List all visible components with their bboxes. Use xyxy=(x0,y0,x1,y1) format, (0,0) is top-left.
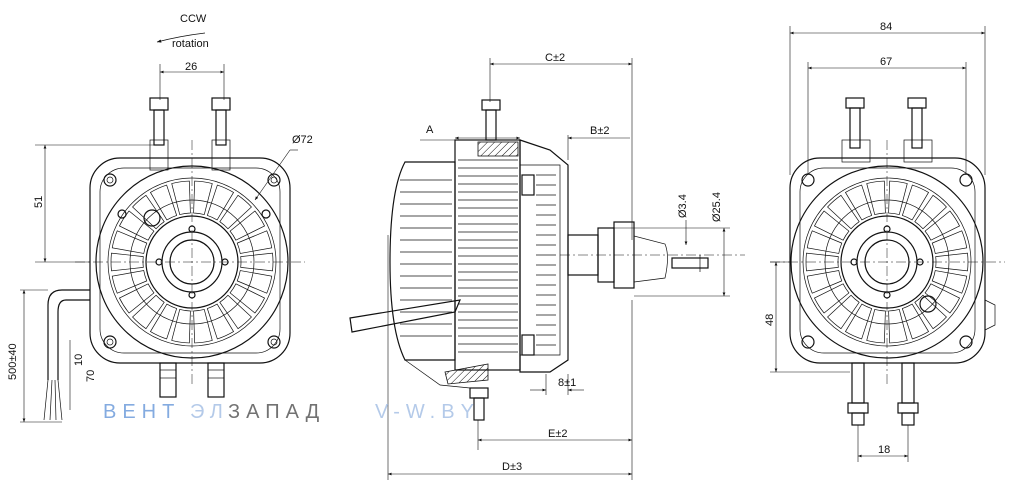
rear-fins xyxy=(389,161,456,361)
rear-view: 84 67 xyxy=(764,21,1005,462)
watermark: ВЕНТ ЭЛ ЗАПАД V-W.BY xyxy=(103,401,480,423)
fin xyxy=(806,270,843,294)
dim-b: B±2 xyxy=(590,125,610,137)
fin xyxy=(813,283,850,314)
fin xyxy=(111,270,148,294)
fin xyxy=(206,184,235,221)
dim-strip-b: 70 xyxy=(85,370,97,382)
fin xyxy=(888,309,908,344)
fin xyxy=(931,270,968,294)
fin xyxy=(110,252,144,272)
ground-terminal xyxy=(143,209,161,227)
fin xyxy=(236,230,273,254)
fin xyxy=(805,252,839,272)
dim-strip-a: 10 xyxy=(73,354,85,366)
fin xyxy=(229,210,266,241)
fin xyxy=(844,303,873,340)
fin xyxy=(149,303,178,340)
dim-c: C±2 xyxy=(545,52,565,64)
hatch-top xyxy=(477,141,519,157)
fin xyxy=(827,294,860,330)
fin xyxy=(149,184,178,221)
fin xyxy=(931,230,968,254)
fin xyxy=(236,270,273,294)
rotation-label: rotation xyxy=(172,38,209,50)
dim-cable-length: 500±40 xyxy=(7,343,19,380)
fin xyxy=(914,194,947,230)
fin xyxy=(901,184,930,221)
dim-fin-diameter: Ø72 xyxy=(292,134,313,146)
dim-width: 84 xyxy=(880,21,892,33)
fin xyxy=(193,309,213,344)
fin xyxy=(813,210,850,241)
dim-terminal-spacing: 26 xyxy=(185,61,197,73)
cooling-fins xyxy=(110,180,274,344)
dim-terminal-height: 51 xyxy=(33,196,45,208)
watermark-brand-c: ЗАПАД xyxy=(228,401,325,423)
motor-housing-rear xyxy=(789,157,986,364)
fin xyxy=(866,180,886,215)
fin xyxy=(193,180,213,215)
shaft xyxy=(671,257,709,269)
dim-mount-spacing: 67 xyxy=(880,56,892,68)
watermark-brand-a: ВЕНТ xyxy=(103,401,180,423)
fin xyxy=(132,294,165,330)
dim-hub-diameter: Ø25.4 xyxy=(711,192,723,222)
fin xyxy=(171,180,191,215)
side-cable xyxy=(349,299,461,333)
fin xyxy=(827,194,860,230)
fin xyxy=(866,309,886,344)
watermark-brand-b: ЭЛ xyxy=(190,401,229,423)
fin xyxy=(888,180,908,215)
dim-e: E±2 xyxy=(548,428,568,440)
dim-d: D±3 xyxy=(502,461,522,473)
fin xyxy=(118,210,155,241)
dim-terminal-pitch: 18 xyxy=(878,444,890,456)
hatch-bottom xyxy=(444,363,489,385)
fin xyxy=(935,252,969,272)
fin xyxy=(118,283,155,314)
front-view: CCW rotation 26 xyxy=(7,13,313,423)
watermark-site: V-W.BY xyxy=(375,401,480,423)
motor-housing-front xyxy=(89,157,291,364)
fin xyxy=(171,309,191,344)
fin xyxy=(219,194,252,230)
fin xyxy=(132,194,165,230)
fin xyxy=(229,283,266,314)
fin xyxy=(924,283,961,314)
dim-shaft-diameter: Ø3.4 xyxy=(677,194,689,218)
fin xyxy=(111,230,148,254)
dim-rear-height: 48 xyxy=(764,314,776,326)
stator-core xyxy=(454,139,521,371)
fin xyxy=(219,294,252,330)
fin xyxy=(844,184,873,221)
dim-8: 8±1 xyxy=(558,377,576,389)
fin xyxy=(240,252,274,272)
side-view: C±2 A B±2 Ø xyxy=(349,52,745,480)
fin xyxy=(924,210,961,241)
fin xyxy=(206,303,235,340)
cable xyxy=(47,289,90,380)
label-a: A xyxy=(426,124,434,136)
terminal-posts xyxy=(149,97,231,171)
fin xyxy=(914,294,947,330)
rotation-arrow-icon xyxy=(156,32,206,43)
rotation-direction: CCW xyxy=(180,13,207,25)
fin xyxy=(901,303,930,340)
fin xyxy=(806,230,843,254)
